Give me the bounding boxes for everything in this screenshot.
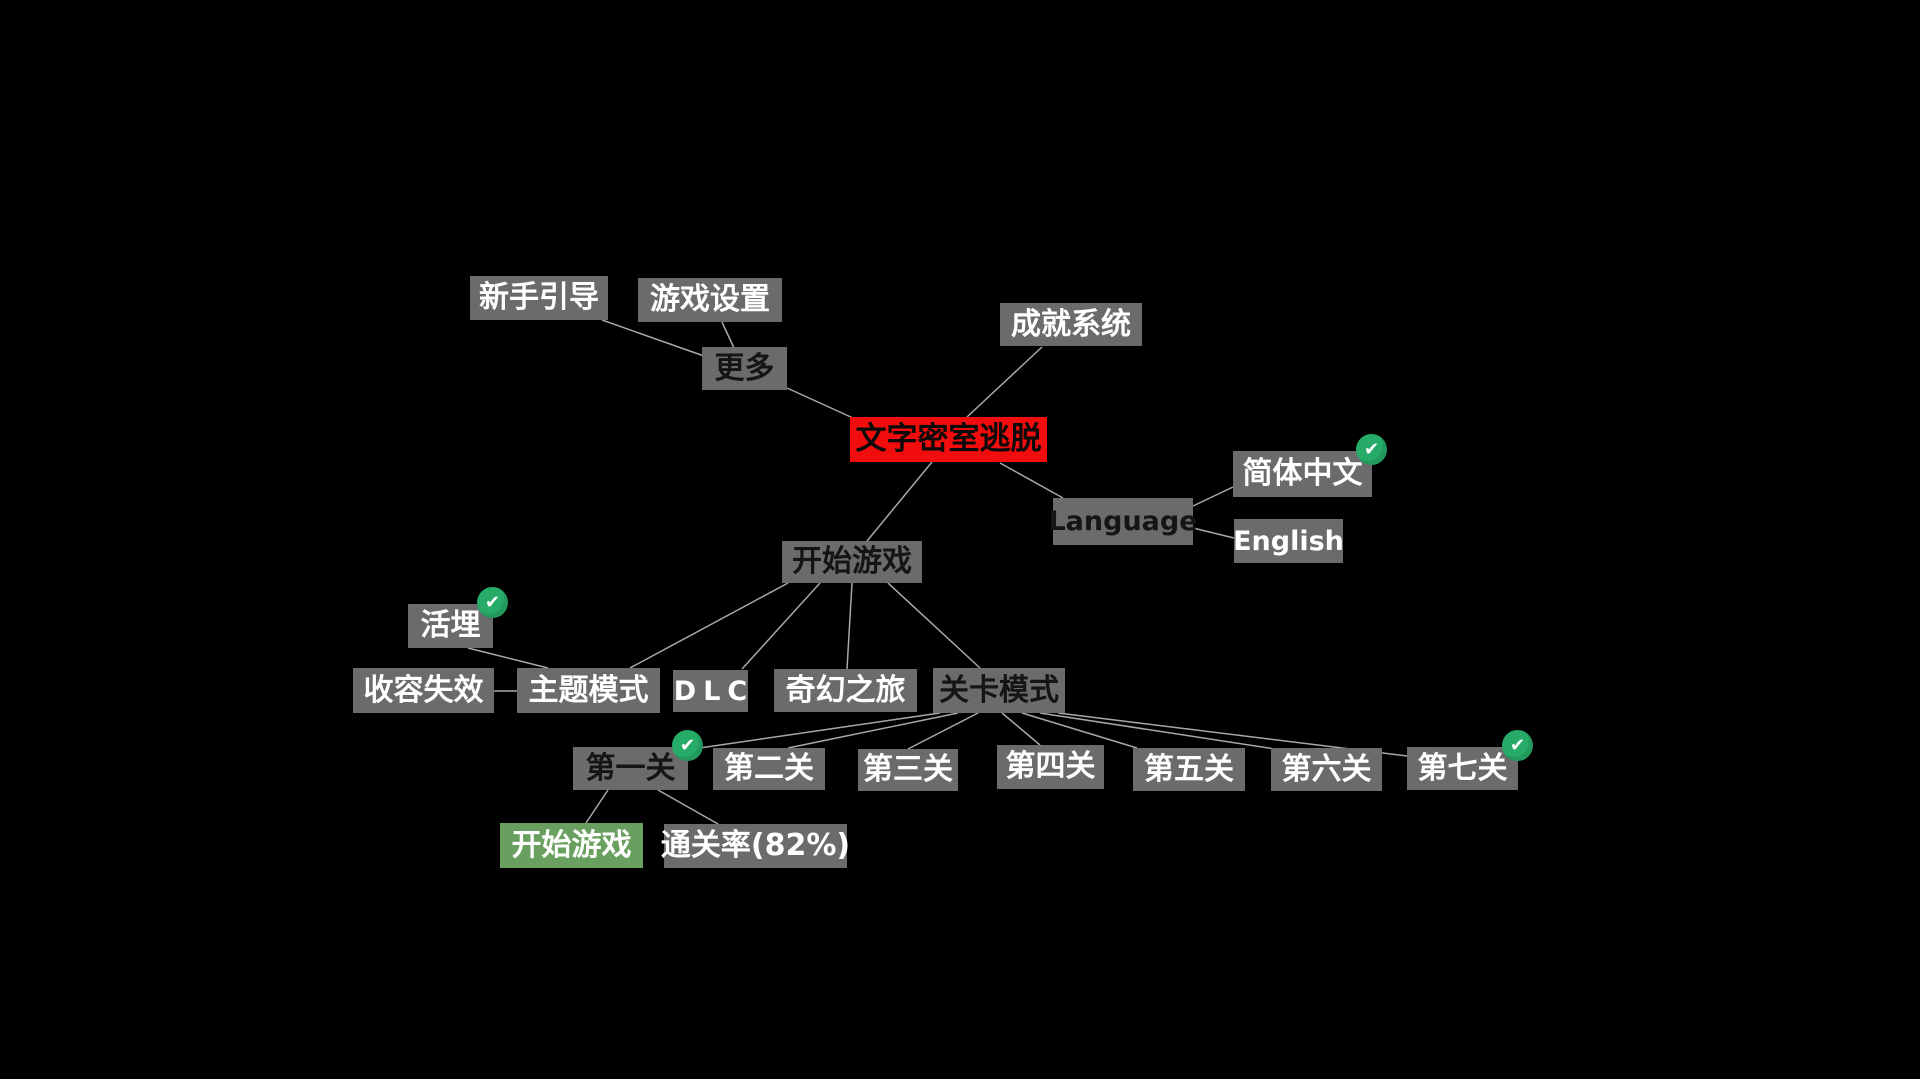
edge-level1-clearrate [657,789,719,825]
buried-alive-label: 活埋 [420,608,481,643]
node-level-1[interactable]: 第一关 ✔ [573,730,703,790]
edge-levelmode-level6 [1039,712,1276,750]
node-dlc[interactable]: DLC [673,670,748,712]
check-icon: ✔ [477,587,508,618]
node-language[interactable]: Language [1048,498,1198,545]
node-root-title[interactable]: 文字密室逃脱 [850,417,1047,462]
edge-more-root [786,387,854,419]
level-1-label: 第一关 [585,750,676,786]
edge-buried-theme [467,647,549,669]
edge-root-language [999,462,1064,499]
edge-startgame-theme [629,582,789,669]
edge-levelmode-level4 [1001,712,1041,746]
node-simplified-chinese[interactable]: 简体中文 ✔ [1233,434,1387,497]
edge-tutorial-more [601,319,705,357]
node-fantasy-journey[interactable]: 奇幻之旅 [774,669,917,712]
edge-levelmode-level3 [907,712,979,750]
node-containment-breach[interactable]: 收容失效 [353,668,494,713]
node-theme-mode[interactable]: 主题模式 [517,668,660,713]
node-level-6[interactable]: 第六关 [1271,748,1382,791]
edge-levelmode-level5 [1021,712,1138,749]
node-clear-rate[interactable]: 通关率(82%) [661,824,850,868]
node-more[interactable]: 更多 [702,347,787,390]
start-level-button[interactable]: 开始游戏 [500,823,643,868]
edge-level1-start [585,789,609,824]
node-level-mode[interactable]: 关卡模式 [933,668,1065,713]
check-icon: ✔ [1502,730,1533,761]
node-tutorial[interactable]: 新手引导 [470,276,608,320]
node-level-3[interactable]: 第三关 [858,749,958,791]
node-level-2[interactable]: 第二关 [713,748,825,790]
edge-levelmode-level2 [787,712,959,749]
edge-root-startgame [866,461,933,542]
edge-levelmode-level1 [685,712,941,751]
edge-language-chinese [1192,486,1234,507]
level-7-label: 第七关 [1417,750,1508,786]
check-icon: ✔ [1356,434,1387,465]
check-icon: ✔ [672,730,703,761]
edge-startgame-levelmode [887,582,981,669]
node-start-game[interactable]: 开始游戏 [782,541,922,583]
node-game-settings[interactable]: 游戏设置 [638,278,782,322]
node-buried-alive[interactable]: 活埋 ✔ [408,587,508,648]
edge-language-english [1192,527,1235,539]
node-english[interactable]: English [1233,519,1344,563]
edge-startgame-fantasy [846,582,853,670]
simplified-chinese-label: 简体中文 [1242,456,1363,491]
node-achievements[interactable]: 成就系统 [1000,303,1142,346]
node-level-5[interactable]: 第五关 [1133,748,1245,791]
edge-achievements-root [966,346,1043,418]
edge-startgame-dlc [741,582,821,670]
node-level-7[interactable]: 第七关 ✔ [1407,730,1533,790]
edge-settings-more [721,321,735,349]
node-level-4[interactable]: 第四关 [997,745,1104,789]
